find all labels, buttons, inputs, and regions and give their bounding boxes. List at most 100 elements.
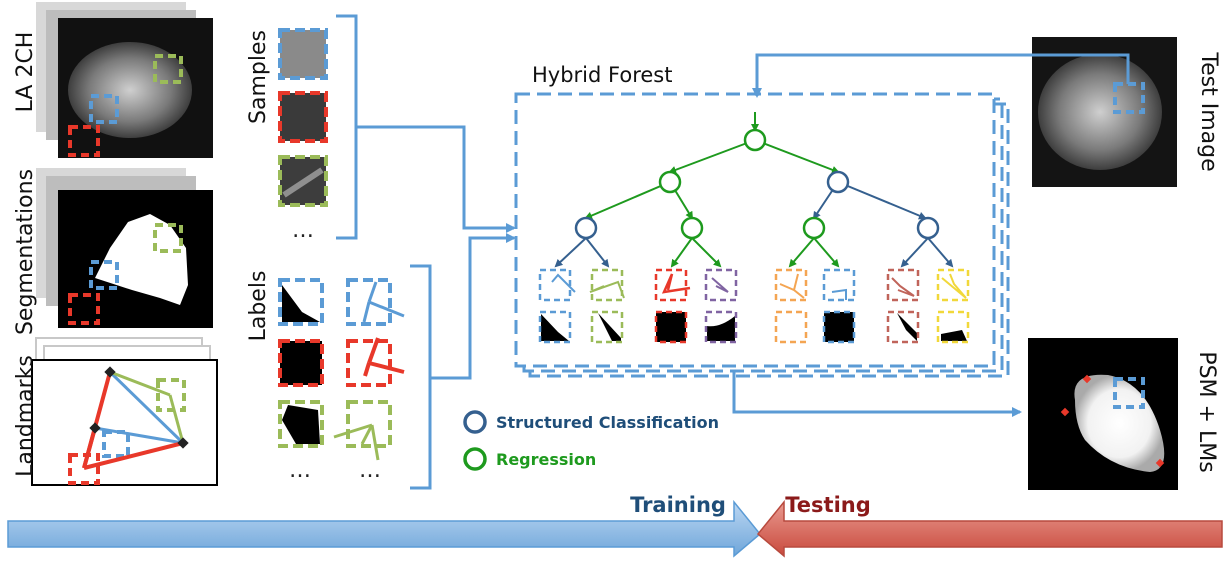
leaf-mask-frame [886, 310, 920, 344]
legend: Structured Classification Regression [463, 410, 719, 471]
patch-blue [89, 260, 119, 290]
sample-texture [282, 167, 324, 198]
offset-vector-green [168, 394, 185, 444]
leaf-vector-red [654, 268, 688, 302]
training-label: Training [630, 493, 726, 517]
leaf-mask-frame [704, 310, 738, 344]
tree-edge [585, 237, 610, 268]
regression-node [658, 170, 682, 194]
training-arrow [7, 499, 762, 558]
landmark-edge [108, 370, 185, 445]
leaf-vector [941, 273, 967, 299]
samples-column: … [278, 28, 328, 243]
landmarks-frame [31, 359, 218, 486]
legend-classification-marker [463, 410, 487, 434]
regression-node [743, 128, 767, 152]
leaf-mask-fill [541, 314, 569, 341]
leaf-mask-fill [897, 313, 917, 341]
offset-vector-red [82, 427, 97, 469]
input-landmarks [31, 337, 218, 486]
leaf-mask-frame [822, 310, 856, 344]
leaf-mask-fill [598, 313, 621, 341]
offset-vector-green [109, 370, 171, 397]
leaf-vector [779, 273, 805, 299]
input-segmentations [36, 168, 213, 328]
labels-ellipsis-left: … [289, 458, 311, 483]
labels-to-forest-arrow [430, 233, 516, 380]
label-frame-green [346, 400, 392, 448]
leaf-mask [824, 312, 854, 342]
samples-to-forest-arrow [356, 125, 516, 233]
patch-red [68, 125, 100, 157]
label-frame-red [346, 339, 392, 387]
tree-edge [668, 139, 756, 174]
labels-ellipsis-right: … [359, 458, 381, 483]
label-vector [370, 424, 380, 461]
test-image-to-forest-arrow [752, 53, 1130, 98]
label-vector [368, 300, 405, 318]
leaf-vector-lightblue [822, 268, 856, 302]
labels-column: … … [278, 278, 405, 483]
patch-red [68, 293, 100, 325]
patch-blue [89, 94, 119, 124]
legend-regression-label: Regression [496, 450, 596, 469]
label-vector [362, 301, 371, 323]
regression-node [802, 216, 826, 240]
mri-heart [68, 42, 192, 138]
sample-patch [280, 30, 326, 78]
label-vector [363, 362, 371, 377]
leaf-mask-fill [941, 330, 967, 341]
tree-edge [554, 237, 587, 268]
patch-green [156, 378, 186, 412]
leaf-vector-blue [538, 268, 572, 302]
tree-edge [900, 237, 929, 268]
labels-bracket [410, 264, 432, 490]
testing-arrow [756, 499, 1223, 558]
landmarks-label: Landmarks [13, 355, 38, 477]
label-vector [368, 361, 405, 374]
sample-frame-green [278, 155, 328, 207]
label-vector [333, 423, 373, 439]
decision-tree [554, 112, 954, 268]
label-mask [282, 405, 320, 444]
segmentations-label: Segmentations [13, 169, 38, 335]
classification-node [916, 216, 940, 240]
tree-edge [670, 237, 693, 268]
leaf-vector [551, 273, 576, 293]
tree-edge [927, 237, 954, 268]
label-patch [280, 341, 322, 385]
patch-blue [102, 430, 130, 458]
leaf-vector-orange [774, 268, 808, 302]
leaf-mask-frame [590, 310, 624, 344]
tree-edge [691, 237, 722, 268]
leaf-vector-green [590, 268, 624, 302]
patch-green [153, 54, 183, 84]
tree-edge [837, 181, 927, 220]
samples-bracket [336, 14, 358, 240]
leaf-vector-purple [704, 268, 738, 302]
leaf-mask [656, 312, 686, 342]
testing-label: Testing [785, 493, 871, 517]
leaf-mask-frame [654, 310, 688, 344]
label-mask [282, 285, 320, 322]
sample-patch [280, 93, 326, 141]
label-frame-green [278, 400, 324, 448]
label-frame-blue [346, 278, 392, 326]
label-vector [367, 337, 380, 364]
leaf-vector-yellow [936, 268, 970, 302]
samples-label: Samples [246, 30, 271, 124]
patch-green [153, 223, 183, 253]
psm-patch [1113, 377, 1145, 409]
samples-ellipsis: … [292, 218, 314, 243]
labels-label: Labels [246, 271, 271, 342]
tree-leaves [538, 268, 970, 344]
psm-probability-map [1074, 374, 1165, 472]
leaf-vector [661, 273, 691, 294]
forest-title: Hybrid Forest [532, 63, 672, 87]
patch-red [68, 453, 100, 485]
leaf-vector [831, 288, 847, 300]
offset-vector-red [83, 441, 184, 470]
leaf-vector-brick [886, 268, 920, 302]
label-vector [367, 281, 378, 303]
label-frame-blue [278, 278, 324, 326]
